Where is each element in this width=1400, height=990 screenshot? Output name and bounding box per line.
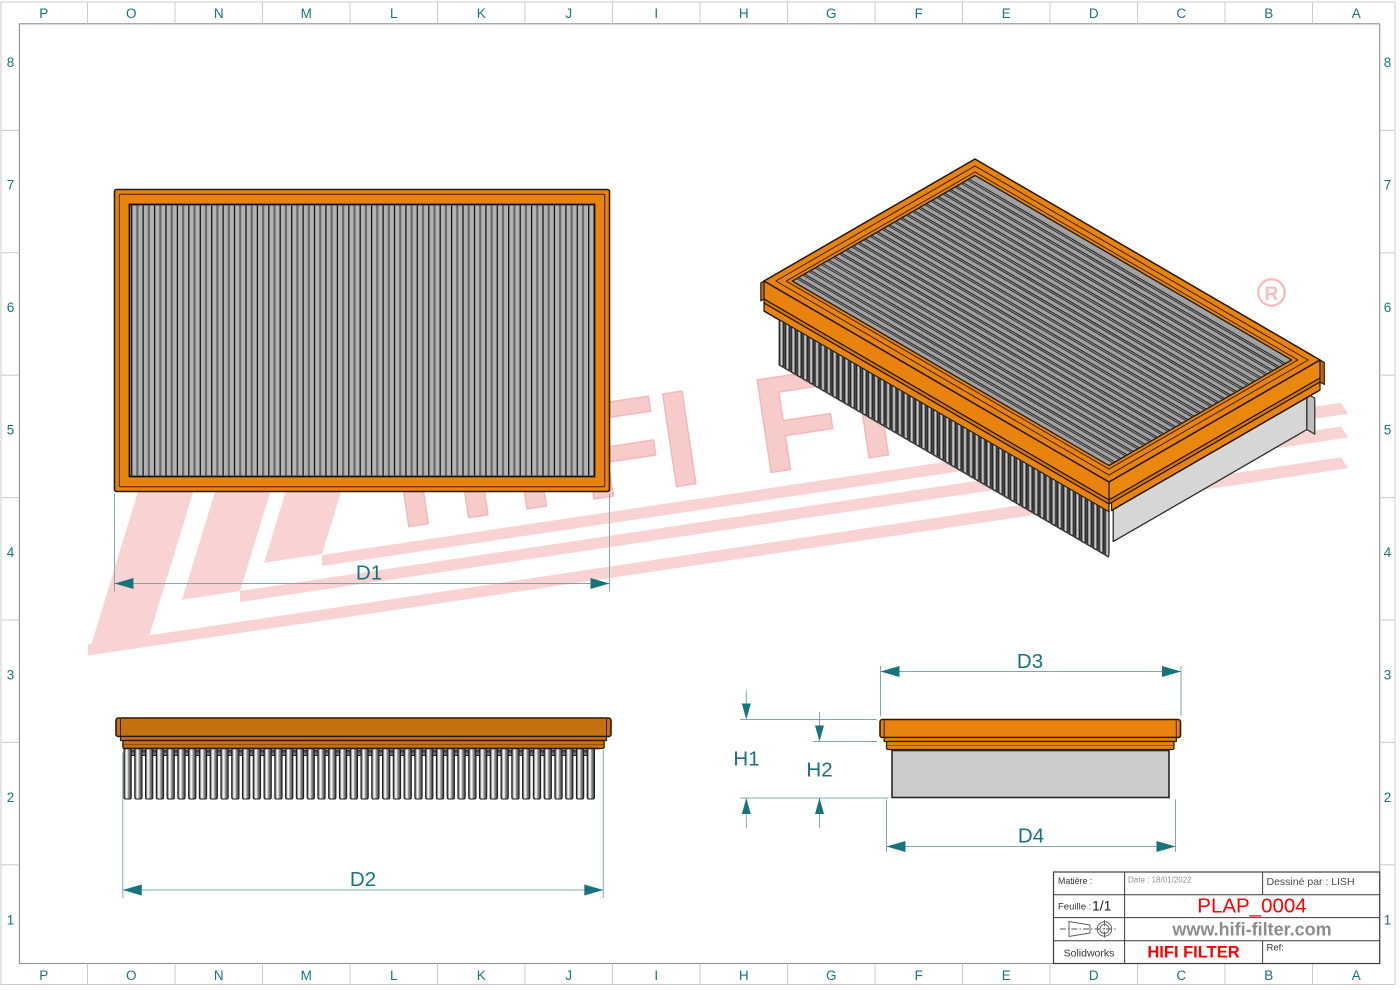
svg-text:8: 8 bbox=[1384, 55, 1392, 70]
svg-text:C: C bbox=[1176, 968, 1186, 983]
svg-text:8: 8 bbox=[7, 55, 15, 70]
svg-text:7: 7 bbox=[7, 177, 15, 192]
svg-text:E: E bbox=[1002, 6, 1011, 21]
svg-text:Solidworks: Solidworks bbox=[1064, 948, 1115, 960]
svg-text:Date : 18/01/2022: Date : 18/01/2022 bbox=[1128, 876, 1192, 885]
svg-text:P: P bbox=[39, 968, 48, 983]
svg-text:B: B bbox=[1264, 968, 1273, 983]
svg-text:Dessiné par : LISH: Dessiné par : LISH bbox=[1267, 876, 1355, 888]
svg-text:PLAP_0004: PLAP_0004 bbox=[1197, 895, 1306, 918]
svg-text:D: D bbox=[1089, 968, 1099, 983]
svg-text:H2: H2 bbox=[806, 759, 832, 782]
svg-text:1: 1 bbox=[7, 912, 15, 927]
svg-text:4: 4 bbox=[7, 545, 15, 560]
svg-text:G: G bbox=[826, 6, 837, 21]
svg-text:D: D bbox=[1089, 6, 1099, 21]
svg-text:D4: D4 bbox=[1018, 825, 1044, 848]
svg-text:C: C bbox=[1176, 6, 1186, 21]
svg-text:F: F bbox=[915, 968, 923, 983]
svg-text:J: J bbox=[565, 968, 572, 983]
svg-text:Feuille :: Feuille : bbox=[1058, 902, 1091, 913]
svg-text:1/1: 1/1 bbox=[1092, 898, 1112, 914]
svg-text:A: A bbox=[1352, 6, 1361, 21]
svg-text:Matière :: Matière : bbox=[1058, 876, 1092, 886]
svg-text:M: M bbox=[301, 6, 312, 21]
svg-text:N: N bbox=[214, 6, 224, 21]
svg-text:R: R bbox=[1264, 283, 1278, 305]
svg-text:H: H bbox=[739, 6, 749, 21]
svg-text:HIFI FILTER: HIFI FILTER bbox=[1147, 944, 1239, 962]
svg-text:D2: D2 bbox=[350, 868, 376, 891]
svg-text:A: A bbox=[1352, 968, 1361, 983]
svg-text:E: E bbox=[1002, 968, 1011, 983]
svg-text:G: G bbox=[826, 968, 837, 983]
svg-text:L: L bbox=[390, 6, 398, 21]
svg-text:O: O bbox=[126, 6, 137, 21]
svg-text:J: J bbox=[565, 6, 572, 21]
svg-text:5: 5 bbox=[1384, 422, 1392, 437]
svg-text:N: N bbox=[214, 968, 224, 983]
svg-text:5: 5 bbox=[7, 422, 15, 437]
svg-text:H1: H1 bbox=[733, 748, 759, 771]
svg-text:H: H bbox=[739, 968, 749, 983]
svg-text:2: 2 bbox=[1384, 790, 1392, 805]
svg-text:7: 7 bbox=[1384, 177, 1392, 192]
svg-text:M: M bbox=[301, 968, 312, 983]
svg-text:6: 6 bbox=[1384, 300, 1392, 315]
svg-text:P: P bbox=[39, 6, 48, 21]
svg-text:www.hifi-filter.com: www.hifi-filter.com bbox=[1171, 920, 1331, 940]
svg-text:1: 1 bbox=[1384, 912, 1392, 927]
svg-text:I: I bbox=[654, 6, 658, 21]
svg-text:2: 2 bbox=[7, 790, 15, 805]
svg-text:K: K bbox=[477, 968, 486, 983]
svg-text:6: 6 bbox=[7, 300, 15, 315]
svg-text:Ref:: Ref: bbox=[1267, 943, 1284, 954]
svg-text:D1: D1 bbox=[356, 562, 382, 585]
svg-text:B: B bbox=[1264, 6, 1273, 21]
svg-text:I: I bbox=[654, 968, 658, 983]
svg-text:F: F bbox=[915, 6, 923, 21]
svg-text:O: O bbox=[126, 968, 137, 983]
svg-text:4: 4 bbox=[1384, 545, 1392, 560]
svg-text:D3: D3 bbox=[1017, 650, 1043, 673]
svg-text:K: K bbox=[477, 6, 486, 21]
svg-text:L: L bbox=[390, 968, 398, 983]
svg-text:3: 3 bbox=[7, 667, 15, 682]
svg-text:3: 3 bbox=[1384, 667, 1392, 682]
